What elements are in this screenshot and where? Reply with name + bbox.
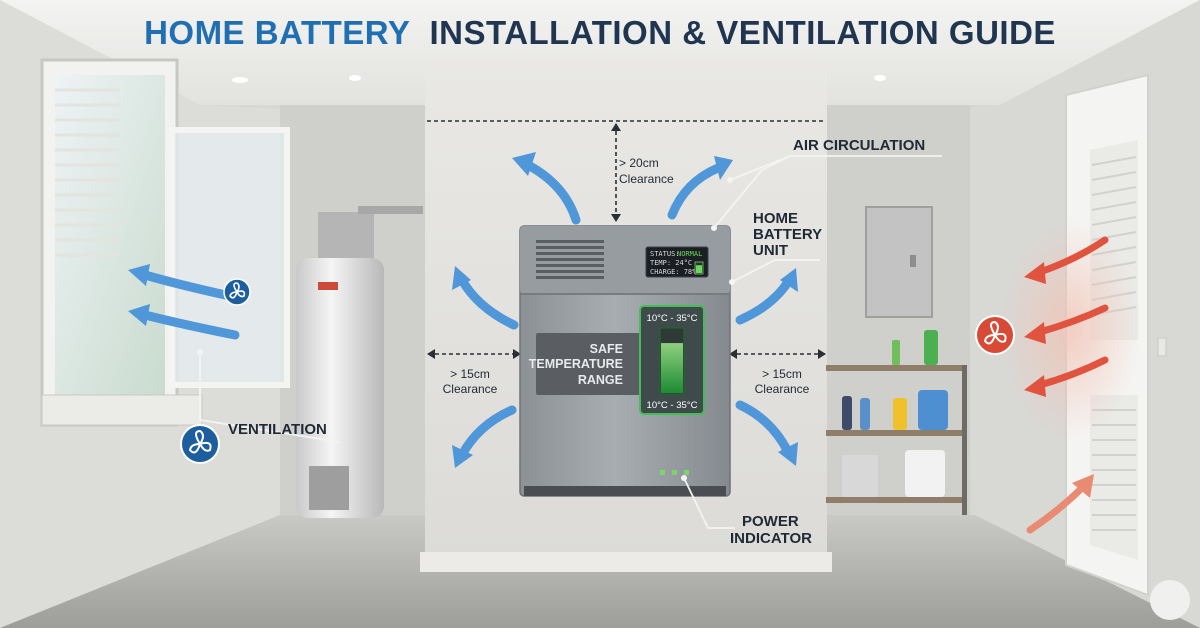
warm-arrowheads: [1024, 262, 1094, 498]
electrical-panel: [865, 206, 933, 318]
leader-lines: [199, 155, 942, 529]
window-airflow-arrow-1: [140, 270, 235, 301]
gauge-temp-bottom: 10°C - 35°C: [647, 400, 698, 411]
right-clearance-word: Clearance: [755, 382, 810, 396]
warm-airflow-arrow-icon: [1026, 236, 1109, 534]
power-indicator-lights: [660, 470, 689, 475]
right-clearance-value: > 15cm: [762, 367, 802, 381]
battery-unit-label-1: HOME: [753, 210, 798, 227]
gauge-fill: [661, 343, 683, 393]
battery-unit-label-3: UNIT: [753, 242, 788, 259]
warm-arrow-2: [1036, 304, 1109, 336]
fan-icon: [975, 315, 1015, 355]
title-part-1: HOME BATTERY: [144, 14, 410, 51]
air-circulation-label: AIR CIRCULATION: [793, 137, 925, 154]
top-clearance-value: > 20cm: [619, 156, 659, 170]
airflow-arrow-low-left: [457, 405, 517, 460]
leader-dots: [197, 177, 735, 481]
screen-battery-fill: [696, 265, 702, 273]
airflow-arrow-top-left: [523, 160, 581, 225]
cool-arrowheads: [128, 152, 798, 468]
screen-charge: CHARGE: 78%: [650, 268, 697, 276]
clearance-arrowheads: [427, 123, 826, 359]
power-indicator-leader: [683, 477, 735, 529]
diagram-title: HOME BATTERY INSTALLATION & VENTILATION …: [144, 14, 1056, 51]
screen-temp: TEMP: 24°C: [650, 259, 692, 267]
left-clearance-word: Clearance: [443, 382, 498, 396]
top-clearance-word: Clearance: [619, 172, 674, 186]
battery-unit-label-2: BATTERY: [753, 226, 822, 243]
airflow-arrow-mid-left: [457, 275, 519, 330]
warm-arrow-1: [1036, 236, 1109, 276]
air-circulation-leader-2: [713, 155, 791, 229]
screen-status-value: NORMAL: [677, 250, 702, 258]
status-screen: [645, 246, 709, 278]
home-battery-unit: STATUS: NORMAL TEMP: 24°C CHARGE: 78% SA…: [519, 225, 731, 497]
ventilation-leader: [199, 352, 341, 443]
fan-icon: [180, 424, 220, 464]
battery-unit-leader: [731, 259, 820, 283]
power-indicator-label-1: POWER: [742, 513, 799, 530]
wall-base: [420, 552, 832, 572]
water-heater: [296, 206, 423, 518]
storage-shelf: [826, 330, 967, 515]
airflow-arrow-mid-right: [735, 277, 793, 325]
safe-temperature-panel: [536, 333, 646, 395]
left-clearance-value: > 15cm: [450, 367, 490, 381]
gauge-temp-top: 10°C - 35°C: [647, 313, 698, 324]
cool-airflow-arrow-icon: [140, 160, 793, 460]
panel-line-3: RANGE: [578, 373, 623, 387]
panel-line-2: TEMPERATURE: [529, 357, 623, 371]
open-window: [40, 58, 290, 427]
ventilation-label: VENTILATION: [228, 421, 327, 438]
screen-status-key: STATUS:: [650, 250, 680, 258]
warm-arrow-3: [1036, 356, 1109, 389]
window-airflow-arrow-2: [140, 310, 240, 340]
clearance-dimension-icon: [427, 120, 825, 355]
vent-grille: [536, 240, 604, 279]
title-part-2: INSTALLATION & VENTILATION GUIDE: [429, 14, 1055, 51]
power-indicator-label-2: INDICATOR: [730, 530, 812, 547]
fan-icon: [223, 278, 251, 306]
panel-line-1: SAFE: [590, 342, 623, 356]
airflow-arrow-top-right: [667, 163, 723, 220]
airflow-arrow-low-right: [735, 400, 793, 457]
